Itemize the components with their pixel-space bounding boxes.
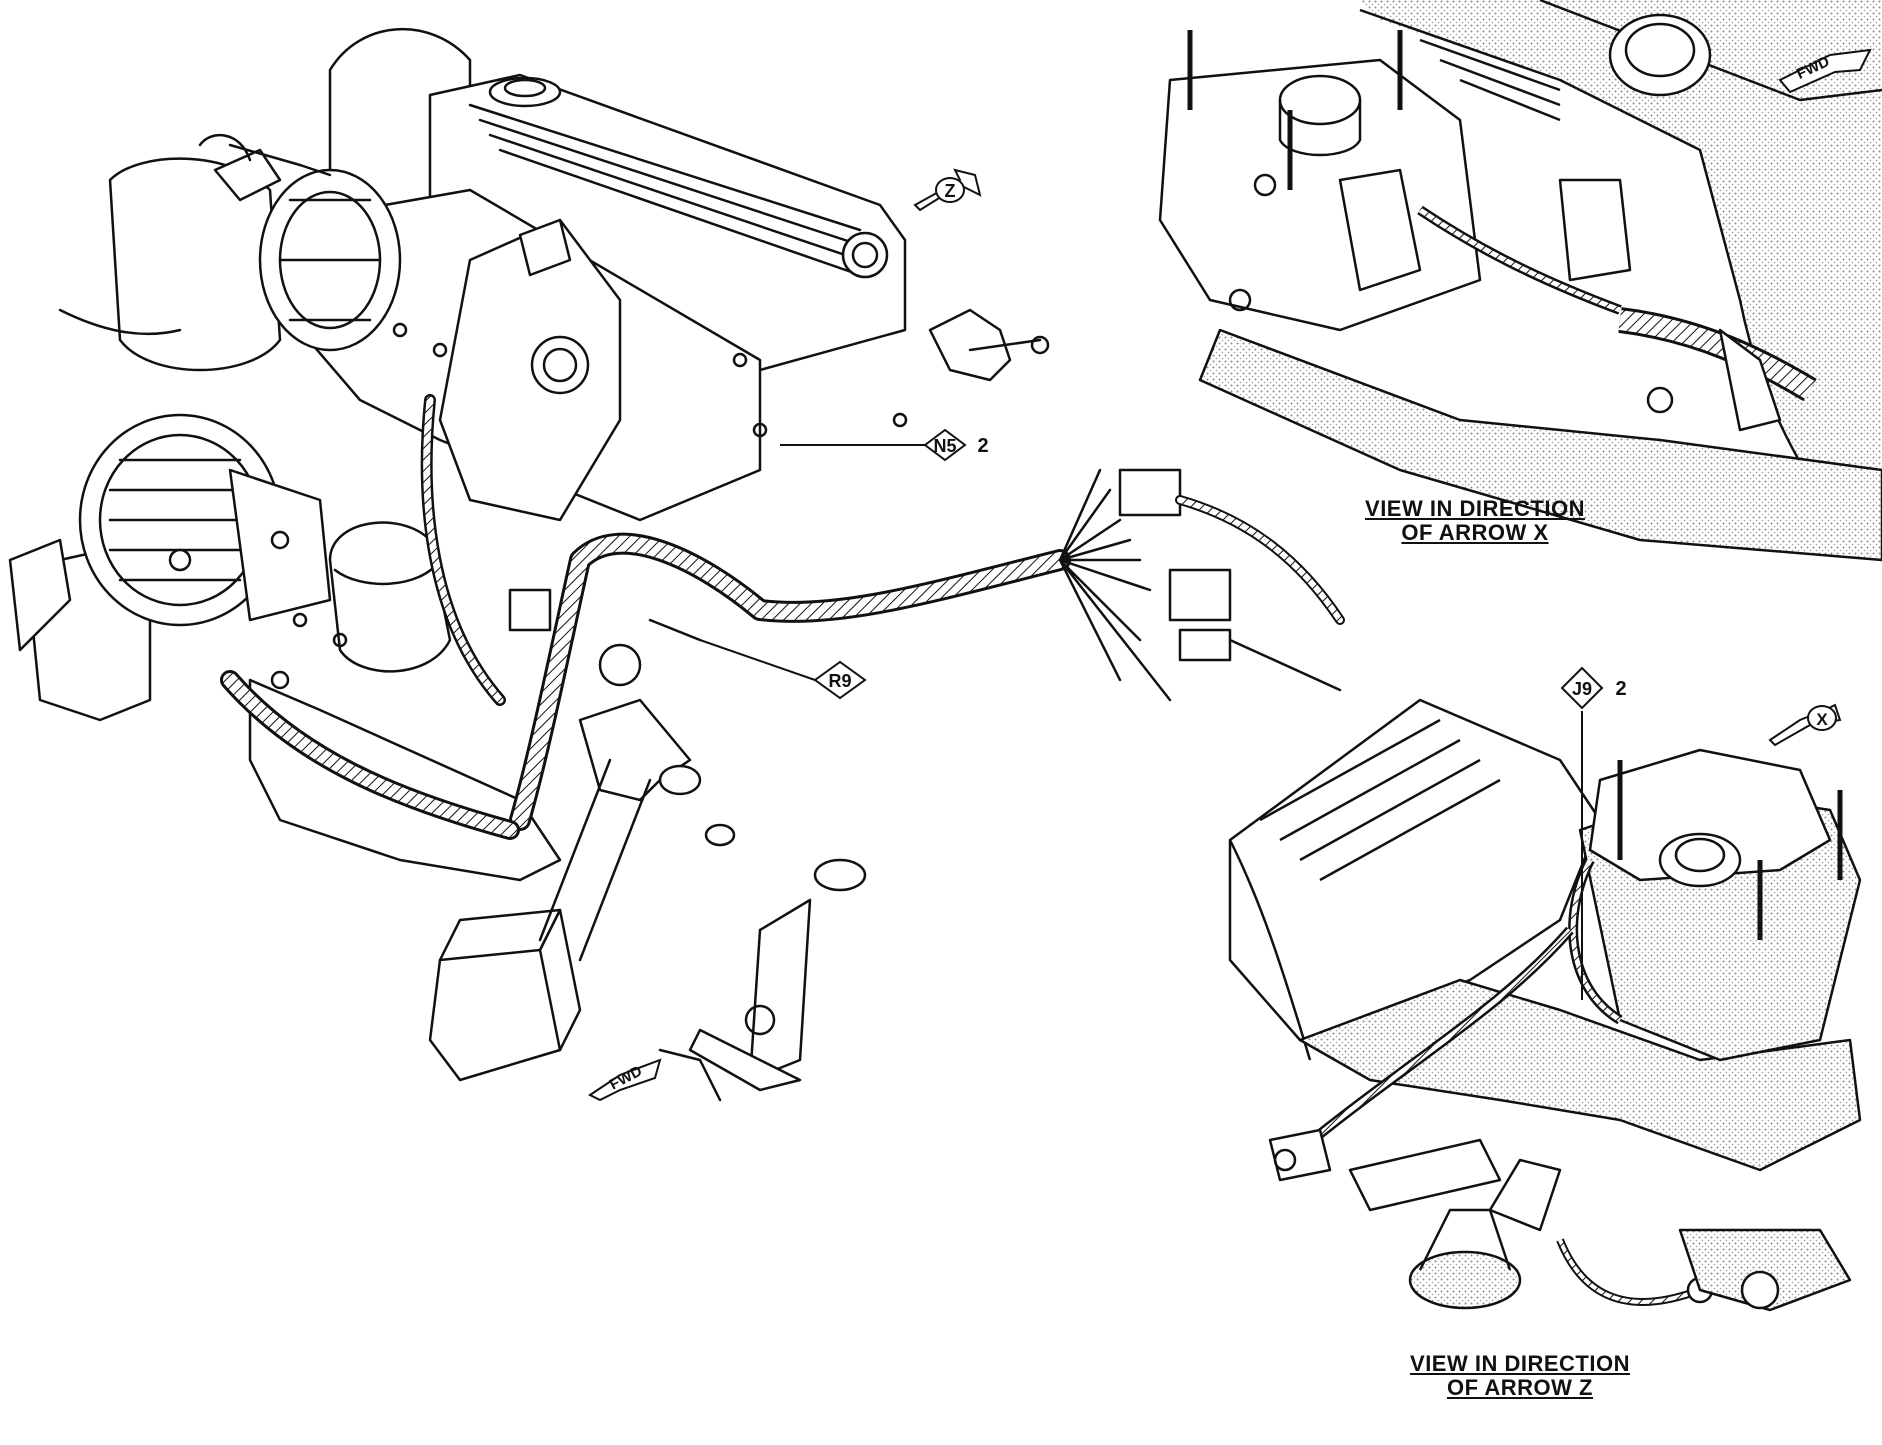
caption-view-z-line1: VIEW IN DIRECTION	[1410, 1351, 1630, 1376]
caption-view-x: VIEW IN DIRECTION OF ARROW X	[1350, 497, 1600, 545]
distributor	[108, 148, 402, 372]
callout-n5-code: N5	[933, 436, 956, 456]
thermostat-housing	[438, 218, 622, 522]
arrow-x-label: X	[1816, 710, 1828, 729]
callout-r9-code: R9	[828, 671, 851, 691]
oil-filter	[328, 521, 452, 673]
linkage	[928, 308, 1012, 382]
arrow-z: Z	[913, 168, 982, 212]
caption-view-z-line2: OF ARROW Z	[1447, 1375, 1593, 1400]
callout-j9-code: J9	[1572, 679, 1592, 699]
caption-view-x-line1: VIEW IN DIRECTION	[1365, 496, 1585, 521]
engine-block	[248, 678, 562, 882]
callout-n5: N5 2	[780, 428, 989, 462]
alternator	[78, 413, 332, 690]
arrow-x: X	[1768, 703, 1842, 747]
lever	[748, 898, 812, 1082]
callout-j9: J9 2	[1560, 666, 1627, 1000]
oil-filler-cap	[488, 76, 562, 108]
arrow-z-label: Z	[945, 181, 956, 201]
main-engine-view	[8, 28, 1345, 1102]
view-z-detail	[1228, 698, 1862, 1312]
bracket-box	[428, 948, 562, 1082]
callout-r9: R9	[699, 639, 867, 700]
callout-n5-num: 2	[977, 435, 988, 457]
caption-view-x-line2: OF ARROW X	[1401, 520, 1549, 545]
connector-bundle	[1058, 468, 1345, 702]
caption-view-z: VIEW IN DIRECTION OF ARROW Z	[1395, 1352, 1645, 1400]
callout-j9-num: 2	[1615, 678, 1626, 700]
fwd-arrow-main: FWD	[588, 1058, 662, 1102]
view-x-detail	[1158, 0, 1882, 562]
